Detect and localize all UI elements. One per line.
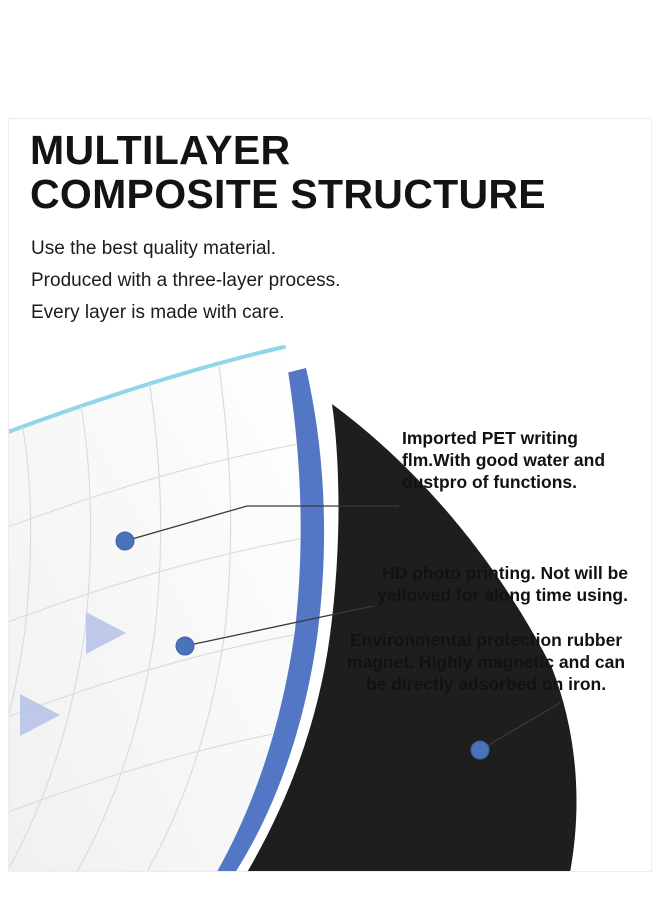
leader-line-magnet bbox=[479, 702, 561, 751]
marker-dots bbox=[115, 531, 490, 760]
marker-dot-magnet bbox=[470, 740, 490, 760]
callout-pet-film: Imported PET writing flm.With good water… bbox=[402, 428, 606, 493]
page-title: MULTILAYER COMPOSITE STRUCTURE bbox=[30, 127, 546, 218]
subtitle-line-1: Use the best quality material. bbox=[31, 238, 277, 259]
callout-rubber-magnet: Environmental protection rubber magnet. … bbox=[346, 630, 626, 695]
subtitle-line-2: Produced with a three-layer process. bbox=[31, 270, 341, 291]
marker-dot-film bbox=[115, 531, 135, 551]
subtitle-line-3: Every layer is made with care. bbox=[31, 302, 285, 323]
sheet-triangle-marks bbox=[20, 612, 126, 736]
white-film-layer bbox=[9, 347, 301, 872]
callout-hd-printing: HD photo printing. Not will be yellowed … bbox=[377, 563, 628, 606]
marker-dot-print bbox=[175, 636, 195, 656]
sheet-grid-lines bbox=[9, 347, 301, 872]
leader-line-print bbox=[184, 605, 374, 647]
leader-line-film bbox=[124, 505, 399, 542]
black-magnet-layer bbox=[247, 404, 577, 872]
